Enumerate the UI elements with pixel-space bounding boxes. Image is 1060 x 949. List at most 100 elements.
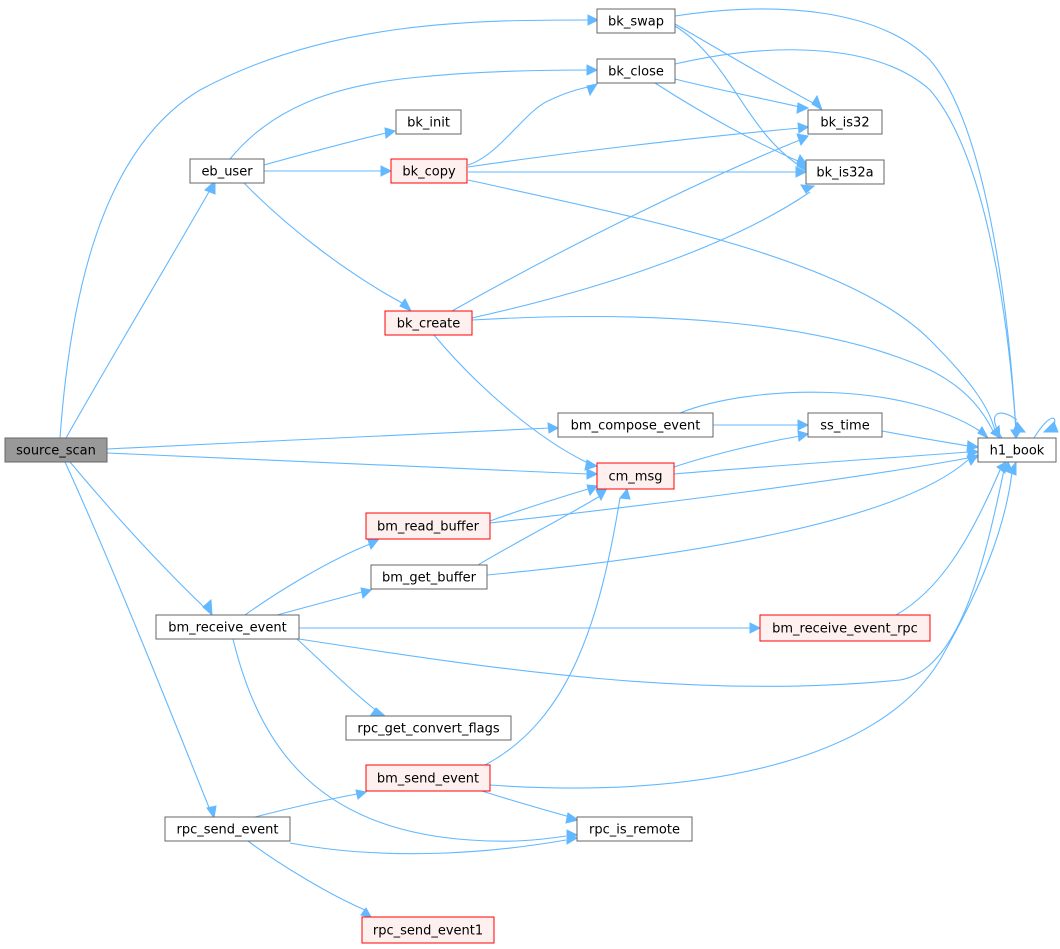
edge-arrowhead — [619, 487, 631, 500]
node-bm-get-buffer[interactable]: bm_get_buffer — [370, 564, 488, 590]
edge-bm_receive_event-to-rpc_get_convert_flags — [895, 461, 1007, 616]
node-rpc-is-remote[interactable]: rpc_is_remote — [576, 816, 693, 842]
node-source-scan[interactable]: source_scan — [4, 437, 108, 463]
edge-line — [467, 127, 801, 168]
edge-bm_compose_event-to-h1_book — [679, 391, 990, 440]
node-bk-swap[interactable]: bk_swap — [596, 8, 676, 34]
edge-line — [477, 495, 601, 566]
node-cm-msg[interactable]: cm_msg — [596, 462, 675, 490]
edge-arrowhead — [204, 179, 216, 195]
edge-arrowhead — [977, 426, 990, 440]
edge-line — [673, 451, 969, 475]
edge-source_scan-to-cm_msg — [106, 452, 599, 480]
edge-ss_time-to-h1_book — [881, 430, 980, 452]
edge-line — [674, 78, 801, 108]
edge-line — [895, 469, 1001, 616]
edge-line — [296, 638, 379, 713]
node-label: bm_send_event — [377, 772, 479, 787]
edge-bk_close-to-h1_book — [674, 49, 1022, 439]
node-bm-compose-event[interactable]: bm_compose_event — [557, 412, 714, 438]
edge-bm_get_buffer-to-h1_book — [486, 454, 980, 576]
node-box — [4, 437, 108, 463]
node-h1-book[interactable]: h1_book — [977, 437, 1057, 463]
node-label: bm_receive_event — [168, 621, 286, 636]
edge-arrowhead — [355, 789, 368, 800]
edge-arrowhead — [966, 454, 980, 467]
node-bk-close[interactable]: bk_close — [596, 58, 676, 84]
node-bk-init[interactable]: bk_init — [395, 109, 462, 135]
edge-arrowhead — [566, 833, 579, 845]
node-box — [759, 614, 931, 642]
edge-bk_copy-to-bk_is32 — [467, 122, 810, 168]
node-rpc-send-event[interactable]: rpc_send_event — [164, 816, 291, 842]
node-label: rpc_get_convert_flags — [357, 722, 499, 737]
node-label: source_scan — [16, 444, 96, 459]
edge-line — [489, 488, 589, 522]
edge-line — [106, 452, 589, 475]
edge-source_scan-to-bm_receive_event — [69, 461, 213, 617]
node-box — [977, 437, 1057, 463]
node-box — [361, 916, 495, 944]
edge-source_scan-to-rpc_send_event — [64, 461, 217, 820]
edge-line — [486, 459, 969, 576]
node-box — [807, 412, 883, 438]
node-bk-is32[interactable]: bk_is32 — [807, 109, 883, 135]
nodes-layer: source_scan bk_swap bk_close bk_init eb_user… — [4, 8, 1057, 944]
edge-arrowhead — [797, 122, 810, 134]
node-ss-time[interactable]: ss_time — [807, 412, 883, 438]
edge-line — [881, 430, 969, 447]
node-box — [345, 715, 512, 741]
node-rpc-send-event1[interactable]: rpc_send_event1 — [361, 916, 495, 944]
edge-source_scan-to-bk_swap — [59, 14, 600, 439]
edge-arrowhead — [990, 424, 1001, 439]
edge-arrowhead — [586, 83, 599, 97]
node-bm-receive-event[interactable]: bm_receive_event — [155, 614, 300, 640]
edge-arrowhead — [800, 184, 816, 194]
edge-arrowhead — [797, 419, 810, 431]
edge-bm_send_event-to-cm_msg — [484, 487, 631, 766]
edge-line — [674, 8, 1017, 432]
edge-line — [243, 182, 405, 305]
edge-eb_user-to-bk_copy — [264, 165, 393, 177]
edge-line — [674, 25, 801, 167]
edge-bk_create-to-bk_is32a — [471, 184, 816, 319]
edge-line — [232, 638, 567, 842]
node-bk-copy[interactable]: bk_copy — [390, 158, 468, 184]
edge-bm_receive_event-to-bm_read_buffer — [244, 539, 380, 616]
node-bm-send-event[interactable]: bm_send_event — [365, 764, 491, 792]
node-label: rpc_is_remote — [589, 823, 680, 838]
node-bm-receive-event-rpc[interactable]: bm_receive_event_rpc — [759, 614, 931, 642]
edge-arrowhead — [360, 907, 372, 918]
node-eb-user[interactable]: eb_user — [189, 158, 265, 184]
node-rpc-get-convert-flags[interactable]: rpc_get_convert_flags — [345, 715, 512, 741]
node-label: bm_receive_event_rpc — [772, 622, 918, 637]
edge-rpc_send_event-to-rpc_send_event1 — [247, 840, 372, 918]
edge-arrowhead — [380, 165, 393, 177]
edge-cm_msg-to-h1_book — [673, 446, 980, 475]
edge-arrowhead — [796, 153, 810, 167]
edge-bm_read_buffer-to-h1_book — [489, 451, 980, 524]
node-box — [365, 764, 491, 792]
edge-bk_swap-to-h1_book — [674, 8, 1022, 439]
edge-arrowhead — [1042, 421, 1059, 433]
edge-bm_receive_event-to-bm_get_buffer — [276, 587, 373, 616]
edge-arrowhead — [586, 484, 598, 497]
edge-arrowhead — [1007, 460, 1017, 476]
edge-line — [674, 23, 816, 105]
edge-rpc_send_event-to-rpc_is_remote — [289, 833, 579, 855]
node-bm-read-buffer[interactable]: bm_read_buffer — [365, 512, 491, 540]
node-box — [596, 8, 676, 34]
node-bk-create[interactable]: bk_create — [384, 310, 473, 336]
edge-bm_send_event-to-h1_book — [489, 460, 1017, 789]
edge-line — [679, 391, 981, 432]
node-box — [164, 816, 291, 842]
edge-arrowhead — [399, 298, 413, 313]
edge-source_scan-to-eb_user — [65, 179, 216, 439]
node-bk-is32a[interactable]: bk_is32a — [805, 159, 885, 185]
node-box — [596, 58, 676, 84]
node-box — [384, 310, 473, 336]
edge-line — [106, 427, 551, 450]
edge-bk_copy-to-bk_is32a — [468, 166, 808, 178]
edge-line — [229, 69, 589, 160]
node-box — [576, 816, 693, 842]
